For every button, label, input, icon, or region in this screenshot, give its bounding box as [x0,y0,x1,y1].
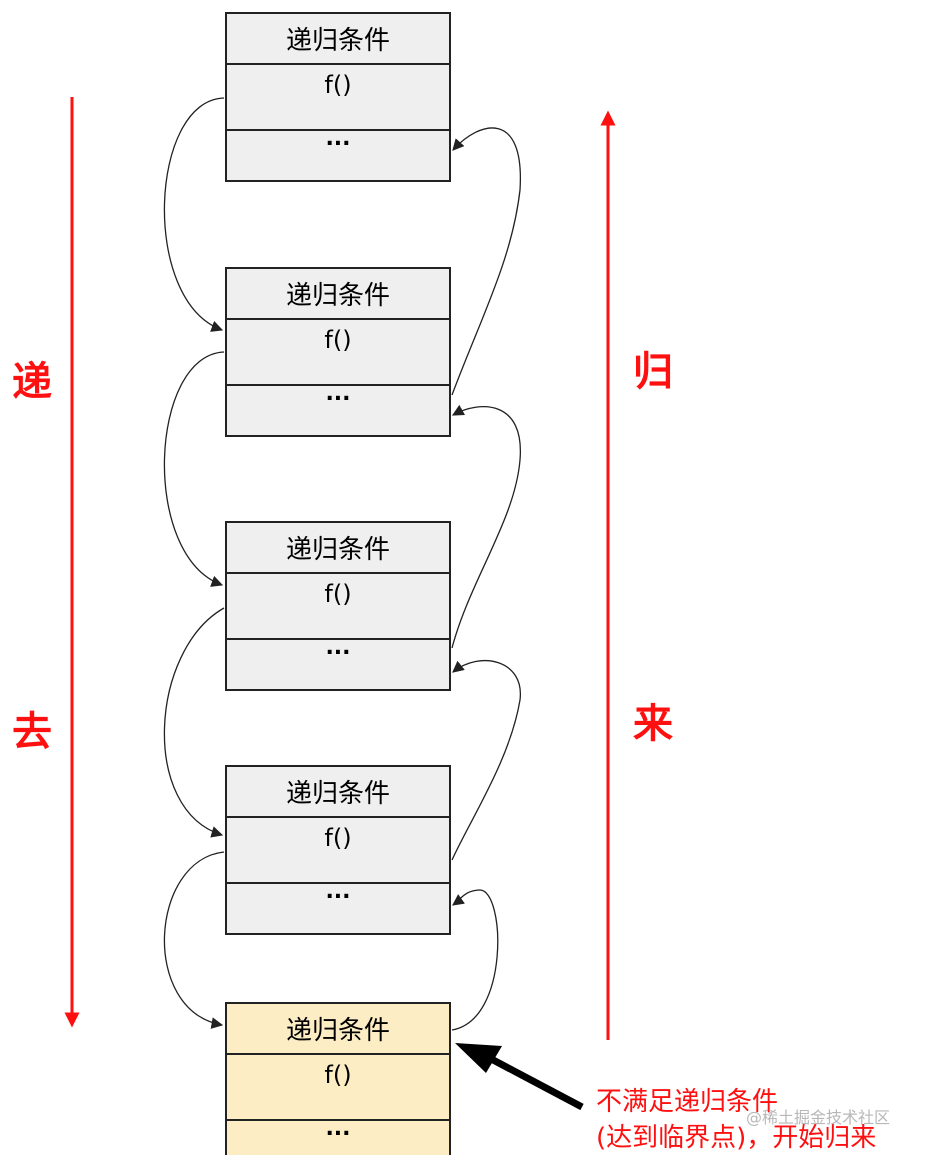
return-label-1: 归 [633,349,673,395]
stack-frame-2: 递归条件 f() ... [225,267,451,437]
frame-ellipsis: ... [325,381,351,406]
call-connector-3 [163,607,225,838]
frame-condition: 递归条件 [227,269,449,320]
base-case-pointer [478,1049,584,1111]
watermark: @稀土掘金技术社区 [746,1108,891,1127]
annotation-line-2: (达到临界点)，开始归来 [596,1123,877,1153]
descend-label-1: 递 [12,359,52,405]
return-label-2: 来 [633,701,673,747]
frame-call: f() [227,574,449,640]
frame-call: f() [227,65,449,131]
stack-frame-4: 递归条件 f() ... [225,765,451,935]
stack-frame-base: 递归条件 f() ... [225,1002,451,1155]
frame-ellipsis: ... [325,879,351,904]
frame-condition: 递归条件 [227,1004,449,1055]
return-connector-3 [451,659,521,861]
descend-label-2: 去 [12,709,52,755]
frame-call: f() [227,320,449,386]
frame-call: f() [227,818,449,884]
frame-call: f() [227,1055,449,1121]
frame-condition: 递归条件 [227,523,449,574]
return-connector-4 [451,889,499,1031]
annotation-line-1: 不满足递归条件 [596,1087,779,1117]
return-connector-2 [451,404,521,649]
call-connector-1 [163,97,225,332]
call-connector-2 [163,351,225,587]
base-case-pointer-head [455,1043,502,1073]
frame-ellipsis: ... [325,1116,351,1141]
call-connector-4 [163,851,225,1029]
return-connector-1 [451,127,521,396]
frame-ellipsis: ... [325,126,351,151]
frame-ellipsis: ... [325,635,351,660]
stack-frame-1: 递归条件 f() ... [225,12,451,182]
frame-condition: 递归条件 [227,767,449,818]
frame-condition: 递归条件 [227,14,449,65]
stack-frame-3: 递归条件 f() ... [225,521,451,691]
base-case-annotation: 不满足递归条件 (达到临界点)，开始归来 [596,1084,876,1156]
